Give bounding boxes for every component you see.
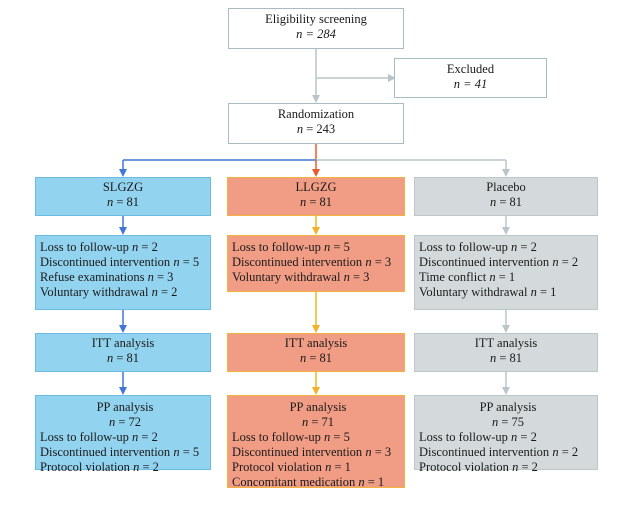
followup-line: Voluntary withdrawal n = 3 [232, 270, 370, 284]
pp-title: PP analysis [479, 400, 537, 414]
followup-line: Discontinued intervention n = 3 [232, 255, 392, 269]
itt-n: n = 81 [489, 351, 523, 365]
pp-line: Loss to follow-up n = 2 [40, 430, 158, 444]
llgzg-pp-box: PP analysis n = 71 Loss to follow-up n =… [227, 395, 405, 489]
group-n: n = 81 [106, 195, 140, 209]
pp-line: Discontinued intervention n = 2 [419, 445, 579, 459]
pp-line: Loss to follow-up n = 5 [232, 430, 350, 444]
excluded-title: Excluded [446, 62, 495, 76]
eligibility-n: n = 284 [296, 27, 336, 41]
pp-line: Loss to follow-up n = 2 [419, 430, 537, 444]
followup-line: Loss to follow-up n = 5 [232, 240, 350, 254]
itt-title: ITT analysis [284, 336, 348, 350]
pp-title: PP analysis [289, 400, 347, 414]
randomization-n: n = 243 [296, 122, 336, 136]
excluded-n: n = 41 [453, 77, 488, 91]
pp-line: Concomitant medication n = 1 [232, 475, 385, 489]
pp-title: PP analysis [96, 400, 154, 414]
itt-title: ITT analysis [474, 336, 538, 350]
pp-n: n = 71 [301, 415, 335, 429]
slgzg-group-box: SLGZG n = 81 [35, 177, 211, 216]
pp-n: n = 72 [108, 415, 142, 429]
randomization-box: Randomization n = 243 [228, 103, 404, 144]
eligibility-box: Eligibility screening n = 284 [228, 8, 404, 49]
group-n: n = 81 [489, 195, 523, 209]
pp-line: Protocol violation n = 2 [419, 460, 538, 474]
pp-line: Discontinued intervention n = 3 [232, 445, 392, 459]
followup-line: Time conflict n = 1 [419, 270, 516, 284]
itt-title: ITT analysis [91, 336, 155, 350]
eligibility-title: Eligibility screening [265, 12, 367, 26]
group-title: LLGZG [295, 180, 337, 194]
llgzg-itt-box: ITT analysis n = 81 [227, 333, 405, 372]
slgzg-itt-box: ITT analysis n = 81 [35, 333, 211, 372]
followup-line: Discontinued intervention n = 5 [40, 255, 200, 269]
pp-n: n = 75 [491, 415, 525, 429]
slgzg-followup-box: Loss to follow-up n = 2 Discontinued int… [35, 235, 211, 310]
followup-line: Voluntary withdrawal n = 2 [40, 285, 178, 299]
randomization-title: Randomization [277, 107, 355, 121]
pp-line: Discontinued intervention n = 5 [40, 445, 200, 459]
placebo-pp-box: PP analysis n = 75 Loss to follow-up n =… [414, 395, 598, 474]
itt-n: n = 81 [299, 351, 333, 365]
group-n: n = 81 [299, 195, 333, 209]
followup-line: Loss to follow-up n = 2 [419, 240, 537, 254]
pp-line: Protocol violation n = 2 [40, 460, 159, 474]
excluded-box: Excluded n = 41 [394, 58, 547, 98]
placebo-followup-box: Loss to follow-up n = 2 Discontinued int… [414, 235, 598, 310]
llgzg-followup-box: Loss to follow-up n = 5 Discontinued int… [227, 235, 405, 292]
followup-line: Loss to follow-up n = 2 [40, 240, 158, 254]
slgzg-pp-box: PP analysis n = 72 Loss to follow-up n =… [35, 395, 211, 474]
pp-line: Protocol violation n = 1 [232, 460, 351, 474]
placebo-group-box: Placebo n = 81 [414, 177, 598, 216]
group-title: SLGZG [102, 180, 144, 194]
group-title: Placebo [486, 180, 526, 194]
followup-line: Refuse examinations n = 3 [40, 270, 174, 284]
itt-n: n = 81 [106, 351, 140, 365]
followup-line: Voluntary withdrawal n = 1 [419, 285, 557, 299]
placebo-itt-box: ITT analysis n = 81 [414, 333, 598, 372]
followup-line: Discontinued intervention n = 2 [419, 255, 579, 269]
llgzg-group-box: LLGZG n = 81 [227, 177, 405, 216]
